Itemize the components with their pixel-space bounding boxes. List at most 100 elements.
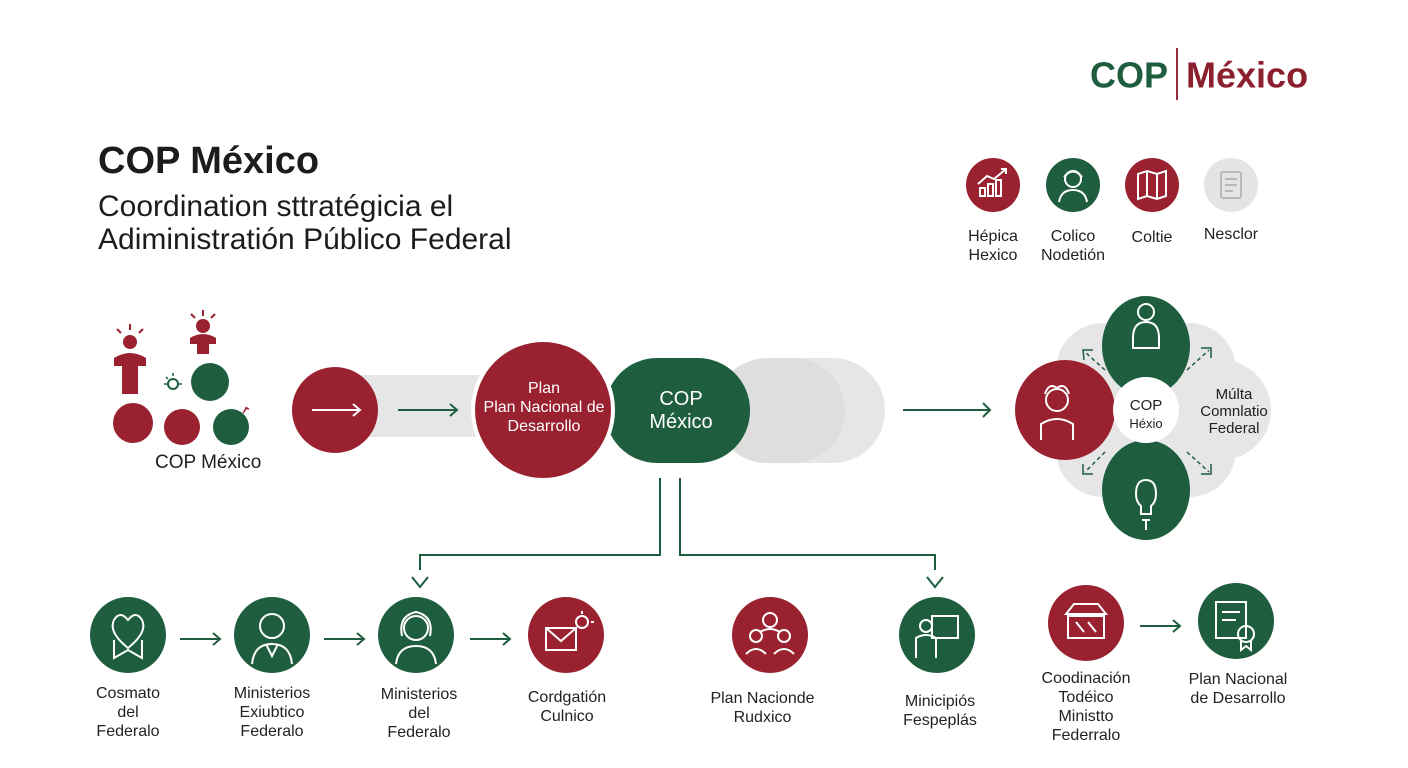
legend-label: Coltie [1112, 228, 1192, 247]
bottom-label-line: Todéico [1058, 689, 1114, 706]
hub-center [1113, 377, 1179, 443]
hub-petal-top [1102, 296, 1190, 396]
hub-petal-bottom [1102, 440, 1190, 540]
cop-label-line: COP [659, 388, 703, 410]
plan-nacional-node [471, 338, 615, 482]
arrow-diagonal-icon [1082, 451, 1106, 475]
arrow-right-icon [180, 632, 222, 646]
green-dot [213, 409, 249, 445]
bottom-label-line: Ministto [1058, 708, 1114, 725]
hub-right-label: Múlta Comnlatio Federal [1189, 386, 1279, 437]
bottom-label-line: Federalo [387, 724, 451, 741]
cop-label-line: México [649, 411, 713, 433]
woman-outline-icon [1040, 385, 1074, 440]
woman-icon [378, 597, 454, 673]
arrow-right-icon [324, 632, 366, 646]
page-title: COP México [98, 140, 320, 182]
subtitle-line: Coordination sttratégicia el [98, 190, 454, 223]
arrow-down-icon [411, 576, 429, 589]
connector-arrowheads [411, 576, 944, 589]
plan-label-line: Plan [527, 380, 561, 397]
hub-petal-right [1171, 360, 1271, 460]
presenter-icon [899, 597, 975, 673]
hub-right-line: Federal [1208, 420, 1260, 437]
chart-icon [966, 158, 1020, 212]
arrow-right-icon [1140, 619, 1182, 633]
store-icon [1048, 585, 1124, 661]
spark-icon [242, 406, 250, 414]
map-icon [1125, 158, 1179, 212]
legend-label: Colico Nodetión [1033, 227, 1113, 265]
bottom-item-label: Ministerios del Federalo [364, 685, 474, 742]
bottom-label-line: de Desarrollo [1190, 690, 1286, 707]
arrow-diagonal-icon [1186, 451, 1212, 475]
red-dot [164, 409, 200, 445]
arrow-right-icon [470, 632, 512, 646]
heart-map-icon [90, 597, 166, 673]
pipeline-stage [715, 358, 845, 463]
hub-center-line: Héxio [1129, 416, 1163, 431]
brand-logo: COP México [1090, 48, 1309, 104]
legend-label-line: Hépica [968, 228, 1018, 245]
arrow-right-icon [903, 402, 992, 418]
left-people-cluster [113, 310, 250, 445]
legend-label-line: Nodetión [1040, 247, 1106, 264]
bottom-label-line: Federralo [1051, 727, 1121, 744]
page-subtitle: Coordination sttratégicia el Adiministra… [98, 190, 512, 256]
spark-icon [164, 373, 182, 390]
cop-stage-label: COP México [626, 388, 736, 434]
bottom-item-label: Plan Nacional de Desarrollo [1173, 670, 1303, 708]
bottom-label-line: Plan Nacional [1188, 671, 1288, 688]
person-standing-icon [114, 324, 146, 394]
legend-label-line: Coltie [1131, 229, 1173, 246]
pipeline-cop-stage [605, 358, 750, 463]
certificate-icon [1198, 583, 1274, 659]
document-icon [1204, 158, 1258, 212]
central-pipeline [292, 338, 992, 570]
bottom-label-line: Coodinación [1041, 670, 1131, 687]
logo-right: México [1186, 54, 1309, 96]
logo-left: COP [1090, 54, 1169, 96]
bottom-label-line: Cosmato [95, 685, 161, 702]
bottom-label-line: Plan Nacionde [710, 690, 815, 707]
hub-right-line: Comnlatio [1200, 403, 1268, 420]
bottom-label-line: Fespeplás [903, 712, 977, 729]
legend-label: Nesclor [1191, 225, 1271, 244]
plan-nacional-label: Plan Plan Nacional de Desarrollo [474, 379, 614, 436]
bottom-label-line: Rudxico [733, 709, 792, 726]
arrow-right-icon [398, 403, 459, 417]
bottom-label-line: Cordgatión [527, 689, 607, 706]
bottom-label-line: del [117, 704, 139, 721]
hub-right-line: Múlta [1215, 386, 1253, 403]
bottom-label-line: Federalo [240, 723, 304, 740]
bottom-label-line: del [408, 705, 430, 722]
bottom-item-label: Cordgatión Culnico [507, 688, 627, 726]
plan-label-line: Desarrollo [507, 418, 581, 435]
legend-label-line: Hexico [968, 247, 1018, 264]
arrow-diagonal-icon [1082, 349, 1106, 371]
person-outline-icon [1132, 303, 1160, 349]
hub-center-line: COP [1129, 397, 1163, 414]
arrow-right-icon [312, 403, 362, 417]
lightbulb-icon [1134, 478, 1158, 530]
plan-label-line: Plan Nacional de [483, 399, 605, 416]
bottom-row-icons [90, 583, 1274, 673]
hub-center-label: COP Héxio [1111, 397, 1181, 433]
person-standing-icon [190, 310, 216, 354]
bottom-label-line: Exiubtico [239, 704, 305, 721]
top-legend-icons [966, 158, 1258, 212]
left-group-label: COP México [155, 452, 262, 473]
bottom-label-line: Ministerios [380, 686, 458, 703]
bottom-item-label: Minicipiós Fespeplás [880, 692, 1000, 730]
subtitle-line: Adiministratión Público Federal [98, 223, 512, 256]
mail-icon [528, 597, 604, 673]
hub-diagram [1015, 296, 1271, 540]
arrow-down-icon [926, 576, 944, 589]
hub-petal-left [1015, 360, 1115, 460]
logo-divider [1176, 48, 1179, 100]
connector-line [419, 478, 936, 570]
legend-label-line: Colico [1050, 228, 1096, 245]
red-dot [113, 403, 153, 443]
bottom-label-line: Federalo [96, 723, 160, 740]
bottom-item-label: Coodinación Todéico Ministto Federralo [1026, 669, 1146, 745]
